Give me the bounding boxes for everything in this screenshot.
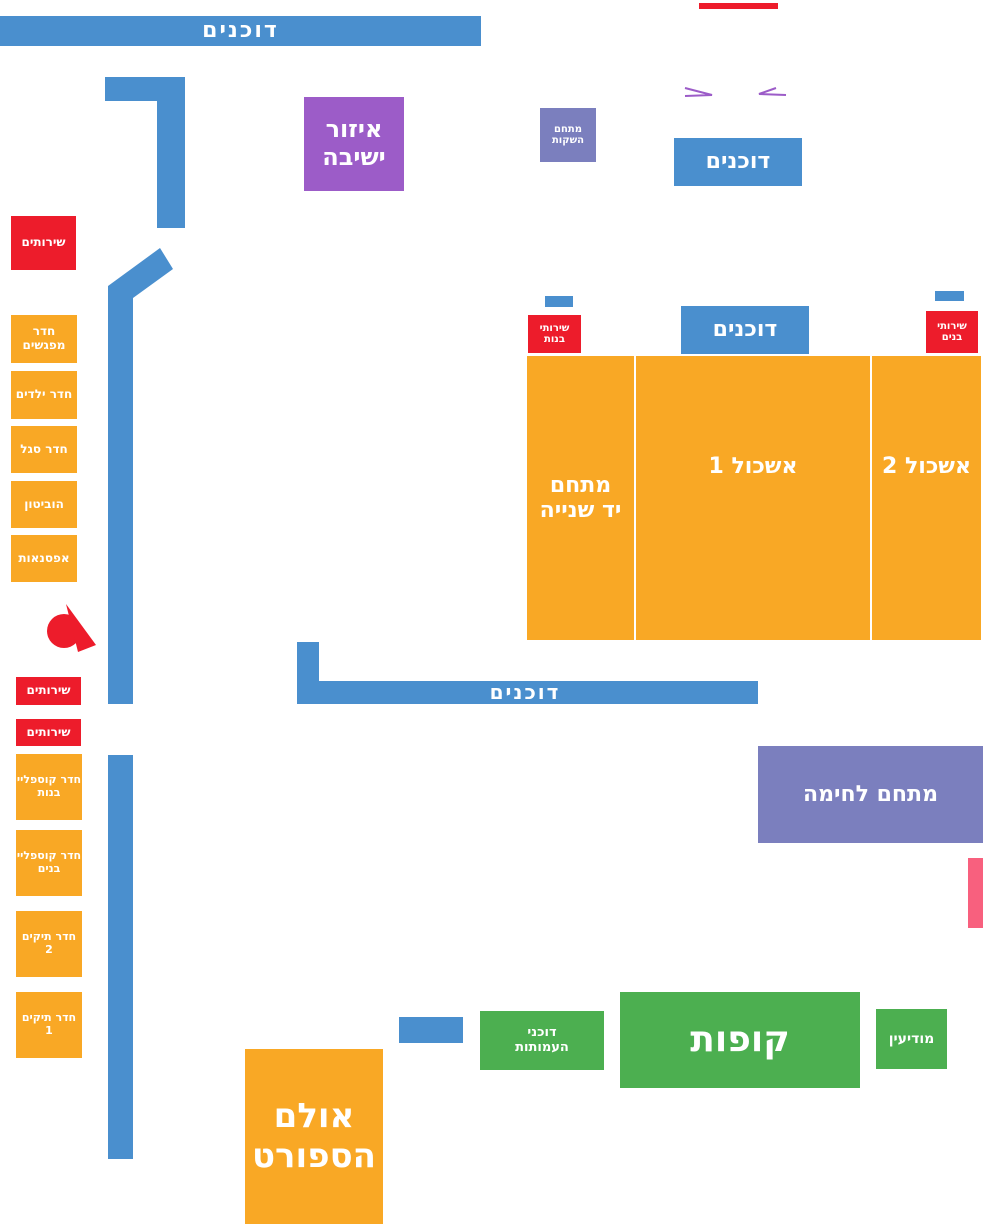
exit-marker-icon	[47, 604, 96, 652]
cashiers: קופות	[620, 992, 860, 1088]
lower-stalls-label: דוכנים	[489, 680, 561, 704]
staff-room: חדר סגל	[11, 426, 77, 473]
hubiton: הוביטון	[11, 481, 77, 528]
girls-restroom: שירותי בנות	[528, 315, 581, 353]
cluster-2: אשכול 2	[872, 356, 981, 640]
restrooms-a: שירותים	[16, 677, 81, 705]
drinks-area: מתחם השקות	[540, 108, 596, 162]
middle-stalls: דוכנים	[681, 306, 809, 354]
bags-room-2: חדר תיקים 2	[16, 911, 82, 977]
sports-hall: אולם הספורט	[245, 1049, 383, 1224]
cosplay-girls-room: חדר קוספליי בנות	[16, 754, 82, 820]
bags-room-1: חדר תיקים 1	[16, 992, 82, 1058]
seating-area: איזור ישיבה	[304, 97, 404, 191]
top-stalls-strip: דוכנים	[0, 16, 481, 46]
boys-restroom-marker	[935, 291, 964, 301]
chevrons-icon	[684, 87, 787, 97]
storage: אפסנאות	[11, 535, 77, 582]
information-desk: מודיעין	[876, 1009, 947, 1069]
upper-stalls: דוכנים	[674, 138, 802, 186]
combat-area: מתחם לחימה	[758, 746, 983, 843]
cluster-1: אשכול 1	[636, 356, 870, 640]
kids-room: חדר ילדים	[11, 371, 77, 419]
restrooms-left: שירותים	[11, 216, 76, 270]
booth-stalls: דוכני העמותות	[480, 1011, 604, 1070]
corridor-lower-left	[108, 755, 133, 1159]
meeting-room: חדר מפגשים	[11, 315, 77, 363]
corridor-lower-stalls	[297, 642, 758, 704]
cosplay-boys-room: חדר קוספליי בנים	[16, 830, 82, 896]
pink-marker	[968, 858, 983, 928]
second-hand-area: מתחם יד שנייה	[527, 356, 634, 640]
girls-restroom-marker	[545, 296, 573, 307]
top-red-marker	[699, 3, 778, 9]
restrooms-b: שירותים	[16, 719, 81, 746]
boys-restroom: שירותי בנים	[926, 311, 978, 353]
corridor-bend	[108, 248, 173, 704]
corridor-hook	[105, 77, 185, 228]
booth-connector	[399, 1017, 463, 1043]
